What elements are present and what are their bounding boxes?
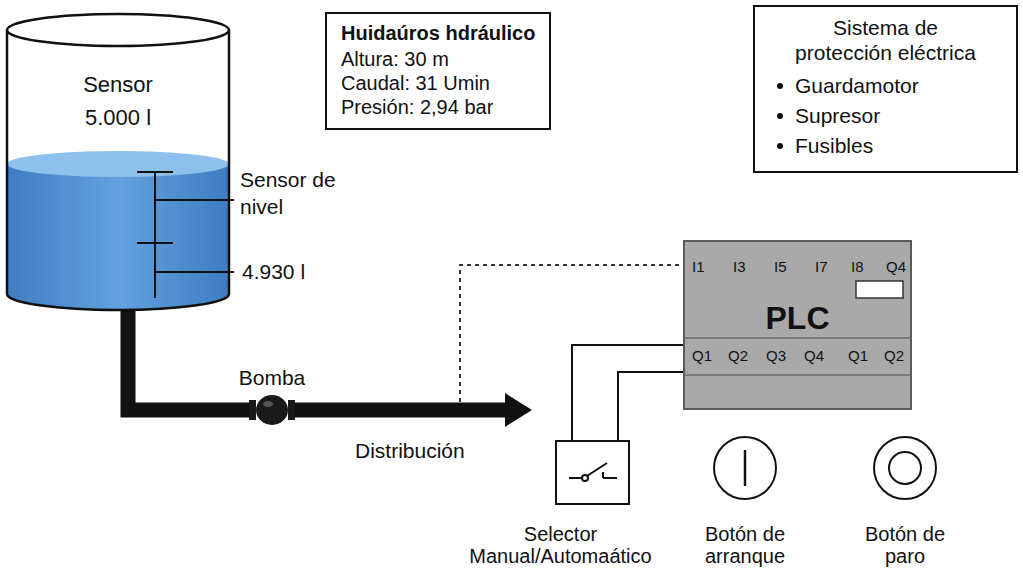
terminal-label: I7 (815, 258, 828, 276)
start-button: Botón de arranque (712, 435, 778, 501)
selector-box: Selector Manual/Automaático (555, 440, 630, 505)
terminal-label: Q1 (692, 347, 712, 365)
terminal-label: Q2 (728, 347, 748, 365)
box-heading: Huidaúros hdráulico (341, 21, 535, 45)
bullet-dot (777, 113, 783, 119)
box-line: Presión: 2,94 bar (341, 95, 535, 119)
tank-top (7, 14, 229, 46)
annotation-label: Sensor de nivel (240, 166, 340, 220)
bullet-dot (777, 143, 783, 149)
water (7, 164, 229, 310)
plc-display (856, 281, 903, 298)
plc-title: PLC (683, 298, 912, 338)
plc-box: PLC (683, 240, 912, 410)
terminal-label: Q3 (766, 347, 786, 365)
protection-box: Sistema de protección eléctricaGuardamot… (753, 5, 1018, 173)
selector-label: Selector Manual/Automaático (456, 523, 666, 567)
button-label: Botón de arranque (700, 523, 790, 567)
pipe (128, 306, 251, 410)
wire (572, 345, 683, 440)
bullet-row: Supresor (767, 101, 1004, 131)
terminal-label: I3 (733, 258, 746, 276)
sensor-tick (137, 171, 173, 173)
info-box: Huidaúros hdráulicoAltura: 30 mCaudal: 3… (325, 12, 551, 130)
pump: Bomba (249, 394, 295, 426)
distribution-pipe (290, 403, 507, 418)
pipe-arrowhead (505, 393, 532, 427)
sensor-tick (137, 242, 173, 244)
terminal-label: Q4 (886, 258, 906, 276)
stop-button-symbol (872, 435, 938, 501)
signal-line (460, 265, 683, 402)
annotation-label: 4.930 l (242, 258, 305, 285)
pump-label: Bomba (239, 366, 306, 390)
tank-wall (7, 30, 229, 310)
wire (618, 372, 683, 440)
terminal-label: Q4 (804, 347, 824, 365)
stop-button: Botón de paro (872, 435, 938, 501)
terminal-label: Q2 (884, 347, 904, 365)
level-sensor (154, 172, 156, 298)
box-line: Caudal: 31 Umin (341, 71, 535, 95)
leader-line (155, 271, 234, 273)
annotation-label: Distribución (355, 437, 465, 464)
box-heading: Sistema de protección eléctrica (788, 15, 983, 65)
bullet-text: Fusibles (795, 133, 873, 159)
bullet-text: Guardamotor (795, 73, 919, 99)
button-label: Botón de paro (860, 523, 950, 567)
leader-line (155, 199, 234, 201)
tank-label: Sensor 5.000 l (63, 68, 173, 134)
tank: Sensor 5.000 l (5, 12, 231, 312)
bullet-text: Supresor (795, 103, 880, 129)
tank-outline (5, 12, 231, 312)
start-button-symbol (712, 435, 778, 501)
bullet-row: Fusibles (767, 131, 1004, 161)
bullet-dot (777, 83, 783, 89)
terminal-label: I5 (774, 258, 787, 276)
switch-symbol (557, 442, 628, 503)
terminal-label: I8 (851, 258, 864, 276)
box-line: Altura: 30 m (341, 47, 535, 71)
pump-symbol (249, 394, 295, 426)
terminal-label: Q1 (848, 347, 868, 365)
terminal-label: I1 (692, 258, 705, 276)
tank-body (7, 30, 229, 310)
water-surface (7, 151, 229, 177)
bullet-row: Guardamotor (767, 71, 1004, 101)
